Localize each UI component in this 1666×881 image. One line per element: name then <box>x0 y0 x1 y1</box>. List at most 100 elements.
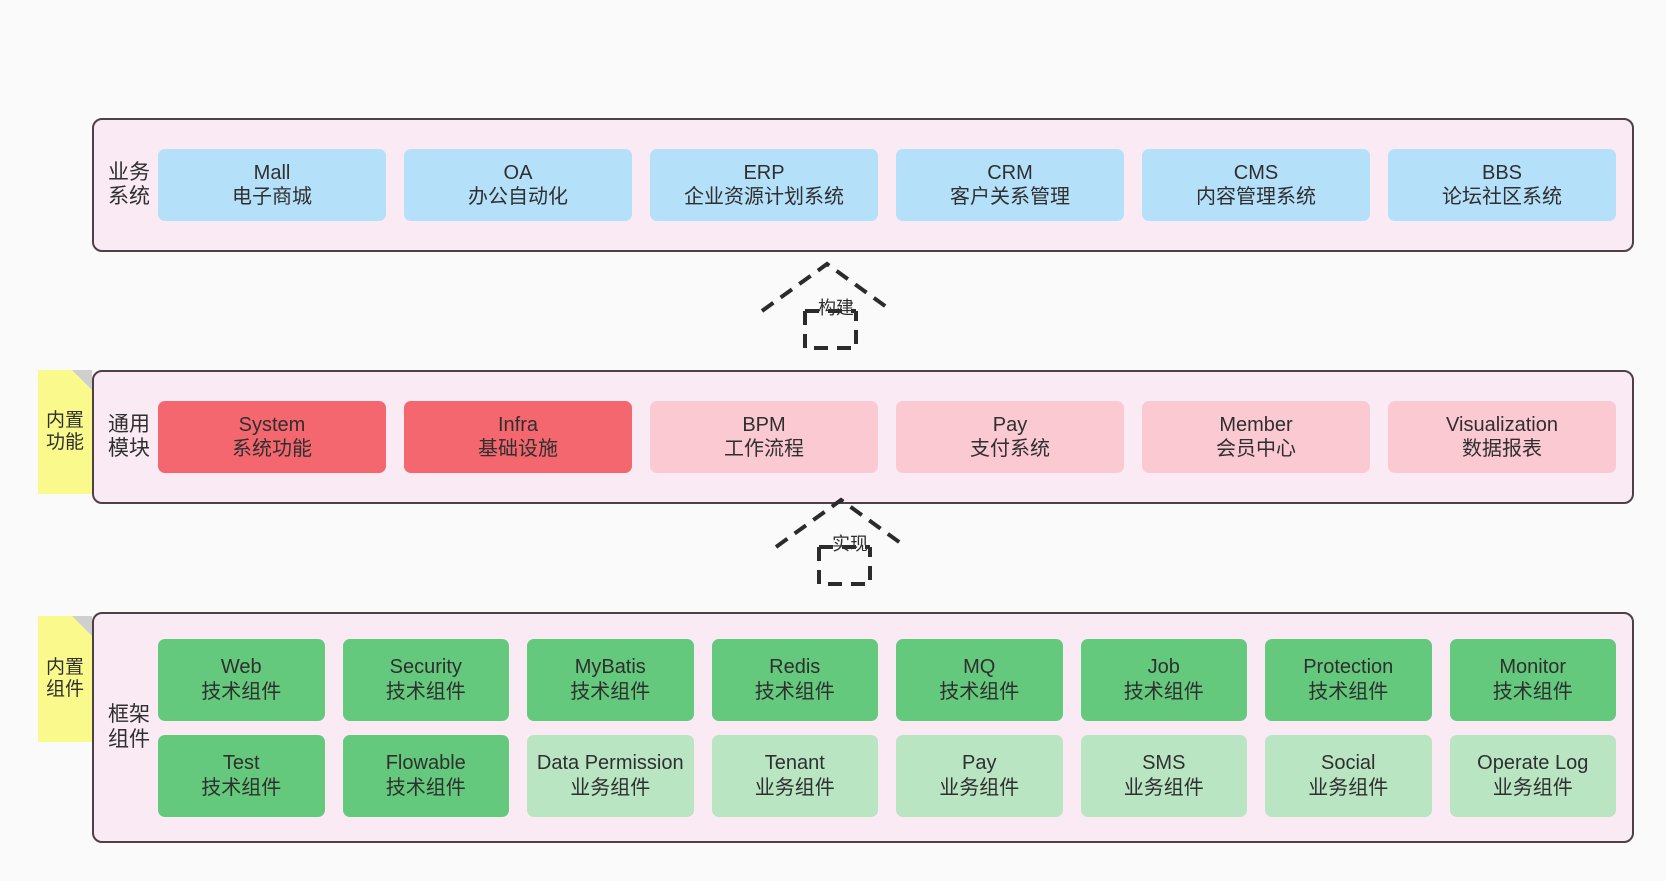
layer-common-modules: 通用模块 System 系统功能 Infra 基础设施 BPM 工作流程 Pay… <box>92 370 1634 504</box>
component-name: Pay <box>962 752 997 775</box>
component-card-visualization[interactable]: Visualization 数据报表 <box>1388 401 1616 473</box>
component-row: Web 技术组件 Security 技术组件 MyBatis 技术组件 Redi… <box>158 638 1616 721</box>
component-card-mall[interactable]: Mall 电子商城 <box>158 149 386 221</box>
component-card-job[interactable]: Job 技术组件 <box>1080 638 1247 721</box>
component-desc: 技术组件 <box>1123 680 1204 703</box>
component-desc: 技术组件 <box>385 776 466 799</box>
component-card-pay-business[interactable]: Pay 业务组件 <box>896 734 1063 817</box>
component-desc: 业务组件 <box>1492 776 1573 799</box>
component-desc: 业务组件 <box>939 776 1020 799</box>
connector-implement: 实现 <box>766 492 946 592</box>
component-card-data-permission[interactable]: Data Permission 业务组件 <box>527 734 694 817</box>
component-desc: 技术组件 <box>201 680 282 703</box>
component-card-system[interactable]: System 系统功能 <box>158 401 386 473</box>
component-card-operate-log[interactable]: Operate Log 业务组件 <box>1449 734 1616 817</box>
sticky-note-label: 内置功能 <box>45 409 84 453</box>
component-desc: 电子商城 <box>232 186 312 208</box>
component-desc: 论坛社区系统 <box>1442 186 1562 208</box>
component-name: Job <box>1147 656 1180 679</box>
component-card-tenant[interactable]: Tenant 业务组件 <box>711 734 878 817</box>
component-card-web[interactable]: Web 技术组件 <box>158 638 325 721</box>
component-name: MyBatis <box>574 656 646 679</box>
component-name: Social <box>1321 752 1376 775</box>
component-card-cms[interactable]: CMS 内容管理系统 <box>1142 149 1370 221</box>
layer-body-business-systems: Mall 电子商城 OA 办公自动化 ERP 企业资源计划系统 CRM 客户关系… <box>152 149 1632 221</box>
component-card-test[interactable]: Test 技术组件 <box>158 734 325 817</box>
component-name: Redis <box>769 656 821 679</box>
component-desc: 业务组件 <box>570 776 651 799</box>
component-name: OA <box>503 161 533 184</box>
component-desc: 系统功能 <box>232 438 312 460</box>
component-card-bpm[interactable]: BPM 工作流程 <box>650 401 878 473</box>
connector-label-implement: 实现 <box>832 534 868 554</box>
component-desc: 数据报表 <box>1462 438 1542 460</box>
layer-title-framework-components: 框架组件 <box>108 703 150 751</box>
component-name: System <box>238 413 306 436</box>
dashed-generalization-arrow-icon <box>760 261 894 350</box>
component-name: Test <box>222 752 260 775</box>
component-name: Data Permission <box>536 752 684 775</box>
layer-body-common-modules: System 系统功能 Infra 基础设施 BPM 工作流程 Pay 支付系统… <box>152 401 1632 473</box>
component-desc: 客户关系管理 <box>950 186 1070 208</box>
component-name: Visualization <box>1446 413 1558 436</box>
component-name: Infra <box>497 413 539 436</box>
component-desc: 办公自动化 <box>468 186 568 208</box>
component-name: CRM <box>987 161 1033 184</box>
component-desc: 技术组件 <box>385 680 466 703</box>
layer-title-business-systems: 业务系统 <box>108 160 150 208</box>
component-card-crm[interactable]: CRM 客户关系管理 <box>896 149 1124 221</box>
sticky-note-label: 内置组件 <box>45 656 84 700</box>
layer-body-framework-components: Web 技术组件 Security 技术组件 MyBatis 技术组件 Redi… <box>152 638 1632 817</box>
component-desc: 技术组件 <box>754 680 835 703</box>
component-name: BBS <box>1481 161 1523 184</box>
layer-business-systems: 业务系统 Mall 电子商城 OA 办公自动化 ERP 企业资源计划系统 CRM… <box>92 118 1634 252</box>
component-card-monitor[interactable]: Monitor 技术组件 <box>1449 638 1616 721</box>
component-card-pay[interactable]: Pay 支付系统 <box>896 401 1124 473</box>
component-name: Pay <box>992 413 1028 436</box>
component-name: Monitor <box>1499 656 1567 679</box>
sticky-note-builtin-features: 内置功能 <box>38 370 92 494</box>
component-card-infra[interactable]: Infra 基础设施 <box>404 401 632 473</box>
component-desc: 工作流程 <box>724 438 804 460</box>
component-card-mybatis[interactable]: MyBatis 技术组件 <box>527 638 694 721</box>
component-name: Protection <box>1303 656 1394 679</box>
component-card-social[interactable]: Social 业务组件 <box>1265 734 1432 817</box>
component-card-security[interactable]: Security 技术组件 <box>342 638 509 721</box>
component-desc: 技术组件 <box>1492 680 1573 703</box>
component-card-member[interactable]: Member 会员中心 <box>1142 401 1370 473</box>
component-card-erp[interactable]: ERP 企业资源计划系统 <box>650 149 878 221</box>
component-card-redis[interactable]: Redis 技术组件 <box>711 638 878 721</box>
component-card-oa[interactable]: OA 办公自动化 <box>404 149 632 221</box>
component-desc: 内容管理系统 <box>1196 186 1316 208</box>
component-desc: 企业资源计划系统 <box>684 186 844 208</box>
component-card-flowable[interactable]: Flowable 技术组件 <box>342 734 509 817</box>
folded-corner-icon <box>72 616 92 636</box>
component-name: Flowable <box>385 752 466 775</box>
component-card-mq[interactable]: MQ 技术组件 <box>896 638 1063 721</box>
component-card-protection[interactable]: Protection 技术组件 <box>1265 638 1432 721</box>
component-card-sms[interactable]: SMS 业务组件 <box>1080 734 1247 817</box>
component-desc: 基础设施 <box>478 438 558 460</box>
component-desc: 技术组件 <box>570 680 651 703</box>
component-desc: 支付系统 <box>970 438 1050 460</box>
layer-framework-components: 框架组件 Web 技术组件 Security 技术组件 MyBatis 技术组件… <box>92 612 1634 843</box>
component-row: Test 技术组件 Flowable 技术组件 Data Permission … <box>158 734 1616 817</box>
component-desc: 技术组件 <box>201 776 282 799</box>
component-desc: 业务组件 <box>1123 776 1204 799</box>
component-desc: 会员中心 <box>1216 438 1296 460</box>
component-name: ERP <box>743 161 785 184</box>
component-name: Tenant <box>764 752 825 775</box>
folded-corner-icon <box>72 370 92 390</box>
component-desc: 业务组件 <box>1308 776 1389 799</box>
component-row: System 系统功能 Infra 基础设施 BPM 工作流程 Pay 支付系统… <box>158 401 1616 473</box>
component-name: CMS <box>1233 161 1279 184</box>
component-name: Security <box>389 656 462 679</box>
component-name: Mall <box>253 161 291 184</box>
component-name: Member <box>1219 413 1293 436</box>
dashed-generalization-arrow-icon <box>774 497 908 586</box>
component-name: Operate Log <box>1477 752 1589 775</box>
component-card-bbs[interactable]: BBS 论坛社区系统 <box>1388 149 1616 221</box>
component-desc: 业务组件 <box>754 776 835 799</box>
connector-build: 构建 <box>752 256 932 356</box>
component-name: BPM <box>742 413 786 436</box>
